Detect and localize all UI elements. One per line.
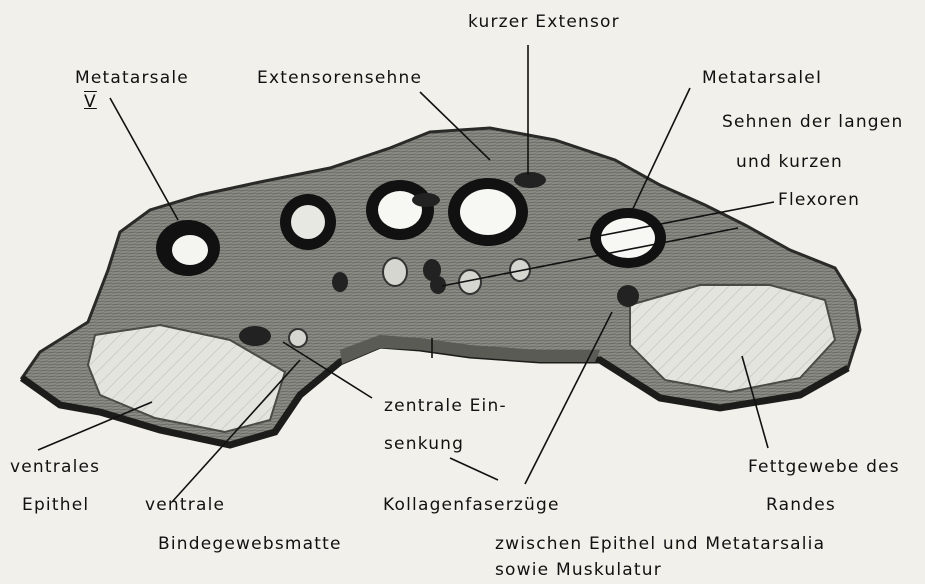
label-bindegewebsmatte: Bindegewebsmatte bbox=[158, 534, 342, 554]
label-flexoren: Flexoren bbox=[778, 190, 860, 210]
label-sehnen-line2: und kurzen bbox=[736, 152, 843, 172]
label-zwischen-epithel: zwischen Epithel und Metatarsalia bbox=[495, 534, 825, 554]
label-ventrales: ventrales bbox=[10, 457, 100, 477]
label-zentrale-line2: senkung bbox=[384, 434, 464, 454]
label-kollagenfaserzuege: Kollagenfaserzüge bbox=[383, 495, 560, 515]
label-sowie-muskulatur: sowie Muskulatur bbox=[495, 560, 662, 580]
label-ventrale: ventrale bbox=[145, 495, 225, 515]
label-fettgewebe: Fettgewebe des bbox=[748, 457, 900, 477]
label-kurzer-extensor: kurzer Extensor bbox=[468, 12, 620, 32]
label-randes: Randes bbox=[766, 495, 836, 515]
label-epithel: Epithel bbox=[22, 495, 89, 515]
label-sehnen-line1: Sehnen der langen bbox=[722, 112, 903, 132]
label-metatarsale-v-numeral: V bbox=[84, 92, 97, 112]
label-metatarsale-i: MetatarsaleI bbox=[702, 68, 822, 88]
label-metatarsale-v: Metatarsale bbox=[75, 68, 189, 88]
label-extensorensehne: Extensorensehne bbox=[257, 68, 422, 88]
label-zentrale-line1: zentrale Ein- bbox=[384, 396, 507, 416]
